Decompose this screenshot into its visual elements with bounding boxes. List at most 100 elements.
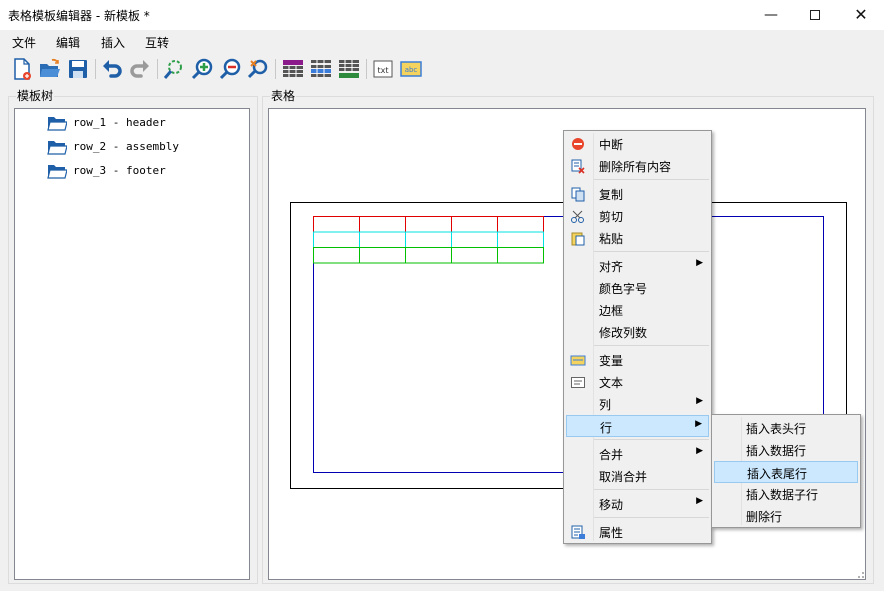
zoom-fit-icon[interactable] — [162, 57, 186, 81]
open-folder-icon[interactable] — [38, 57, 62, 81]
menu-item-cut[interactable]: 剪切 — [566, 205, 709, 227]
zoom-in-icon[interactable] — [190, 57, 214, 81]
tree-item-row3[interactable]: row_3 - footer — [47, 162, 227, 182]
template-tree-label: 模板树 — [16, 87, 55, 104]
menu-item-interrupt[interactable]: 中断 — [566, 133, 709, 155]
menu-item-label: 中断 — [599, 138, 624, 152]
menu-separator — [594, 489, 709, 490]
folder-icon — [47, 117, 67, 131]
table-cell[interactable] — [451, 231, 498, 248]
table-footer-icon[interactable] — [337, 57, 361, 81]
menu-item-label: 插入表尾行 — [747, 467, 808, 481]
menu-item-label: 列 — [599, 398, 612, 412]
table-cell[interactable] — [497, 247, 544, 264]
minimize-button[interactable]: — — [748, 0, 794, 30]
menu-item-column[interactable]: 列 ▶ — [566, 393, 709, 415]
menu-separator — [594, 251, 709, 252]
submenu-insert-data-subrow[interactable]: 插入数据子行 — [714, 483, 858, 505]
menu-item-label: 插入数据行 — [746, 444, 807, 458]
zoom-reset-icon[interactable] — [246, 57, 270, 81]
table-label: 表格 — [270, 87, 297, 104]
submenu-arrow-icon: ▶ — [696, 496, 703, 506]
menu-item-paste[interactable]: 粘贴 — [566, 227, 709, 249]
table-cell[interactable] — [313, 231, 360, 248]
menu-item-move[interactable]: 移动 ▶ — [566, 493, 709, 515]
undo-icon[interactable] — [100, 57, 124, 81]
menu-item-text[interactable]: 文本 — [566, 371, 709, 393]
save-icon[interactable] — [66, 57, 90, 81]
table-header-icon[interactable] — [281, 57, 305, 81]
table-cell[interactable] — [313, 247, 360, 264]
menu-item-label: 插入数据子行 — [746, 488, 819, 502]
maximize-icon — [810, 10, 820, 20]
menu-edit[interactable]: 编辑 — [56, 36, 81, 50]
maximize-button[interactable] — [792, 0, 838, 30]
table-cell[interactable] — [359, 231, 406, 248]
close-button[interactable]: ✕ — [838, 0, 884, 30]
submenu-arrow-icon: ▶ — [696, 396, 703, 406]
menu-item-label: 剪切 — [599, 210, 624, 224]
title-bar: 表格模板编辑器 - 新模板 * — ✕ — [0, 0, 884, 30]
toolbar-separator — [275, 59, 276, 79]
submenu-insert-header-row[interactable]: 插入表头行 — [714, 417, 858, 439]
resize-grip[interactable] — [854, 568, 866, 580]
menu-item-variable[interactable]: 变量 — [566, 349, 709, 371]
table-cell[interactable] — [359, 216, 406, 233]
text-icon[interactable]: txt — [371, 57, 395, 81]
table-cell[interactable] — [359, 247, 406, 264]
menu-item-color-font[interactable]: 颜色字号 — [566, 277, 709, 299]
table-cell[interactable] — [497, 216, 544, 233]
menu-item-column-count[interactable]: 修改列数 — [566, 321, 709, 343]
menu-item-align[interactable]: 对齐 ▶ — [566, 255, 709, 277]
table-cell[interactable] — [405, 216, 452, 233]
menu-item-label: 颜色字号 — [599, 282, 648, 296]
menu-item-label: 复制 — [599, 188, 624, 202]
new-file-icon[interactable] — [10, 57, 34, 81]
submenu-arrow-icon: ▶ — [695, 419, 702, 429]
menu-separator — [594, 179, 709, 180]
submenu-insert-footer-row[interactable]: 插入表尾行 — [714, 461, 858, 483]
toolbar-separator — [95, 59, 96, 79]
menu-item-label: 属性 — [599, 526, 624, 540]
minimize-icon: — — [764, 7, 778, 23]
menu-item-copy[interactable]: 复制 — [566, 183, 709, 205]
submenu-delete-row[interactable]: 删除行 — [714, 505, 858, 527]
stop-icon — [572, 138, 584, 150]
tree-item-row1[interactable]: row_1 - header — [47, 114, 227, 134]
submenu-arrow-icon: ▶ — [696, 258, 703, 268]
template-tree[interactable]: row_1 - header row_2 - assembly row_3 - … — [14, 108, 250, 580]
submenu-insert-data-row[interactable]: 插入数据行 — [714, 439, 858, 461]
table-cell[interactable] — [405, 247, 452, 264]
menu-file[interactable]: 文件 — [12, 36, 37, 50]
tree-item-label: row_1 - header — [73, 116, 166, 129]
menu-convert[interactable]: 互转 — [145, 36, 170, 50]
table-grid[interactable] — [313, 216, 544, 264]
tree-item-row2[interactable]: row_2 - assembly — [47, 138, 227, 158]
table-cell[interactable] — [405, 231, 452, 248]
menu-item-properties[interactable]: 属性 — [566, 521, 709, 543]
submenu-arrow-icon: ▶ — [696, 446, 703, 456]
delete-all-icon — [571, 159, 585, 174]
menu-item-delete-all[interactable]: 删除所有内容 — [566, 155, 709, 177]
menu-insert[interactable]: 插入 — [101, 36, 126, 50]
table-cell[interactable] — [451, 247, 498, 264]
zoom-out-icon[interactable] — [218, 57, 242, 81]
variable-icon[interactable]: abc — [399, 57, 423, 81]
table-cell[interactable] — [497, 231, 544, 248]
paste-icon — [571, 232, 585, 246]
table-data-icon[interactable] — [309, 57, 333, 81]
menu-item-row[interactable]: 行 ▶ — [566, 415, 709, 437]
folder-icon — [47, 141, 67, 155]
tree-item-label: row_2 - assembly — [73, 140, 179, 153]
folder-icon — [47, 165, 67, 179]
menu-item-border[interactable]: 边框 — [566, 299, 709, 321]
menu-item-merge[interactable]: 合并 ▶ — [566, 443, 709, 465]
menu-item-label: 边框 — [599, 304, 624, 318]
redo-icon[interactable] — [128, 57, 152, 81]
toolbar: txt abc — [0, 52, 884, 86]
table-cell[interactable] — [313, 216, 360, 233]
table-group — [262, 96, 874, 584]
table-cell[interactable] — [451, 216, 498, 233]
menu-item-label: 变量 — [599, 354, 624, 368]
menu-item-unmerge[interactable]: 取消合并 — [566, 465, 709, 487]
